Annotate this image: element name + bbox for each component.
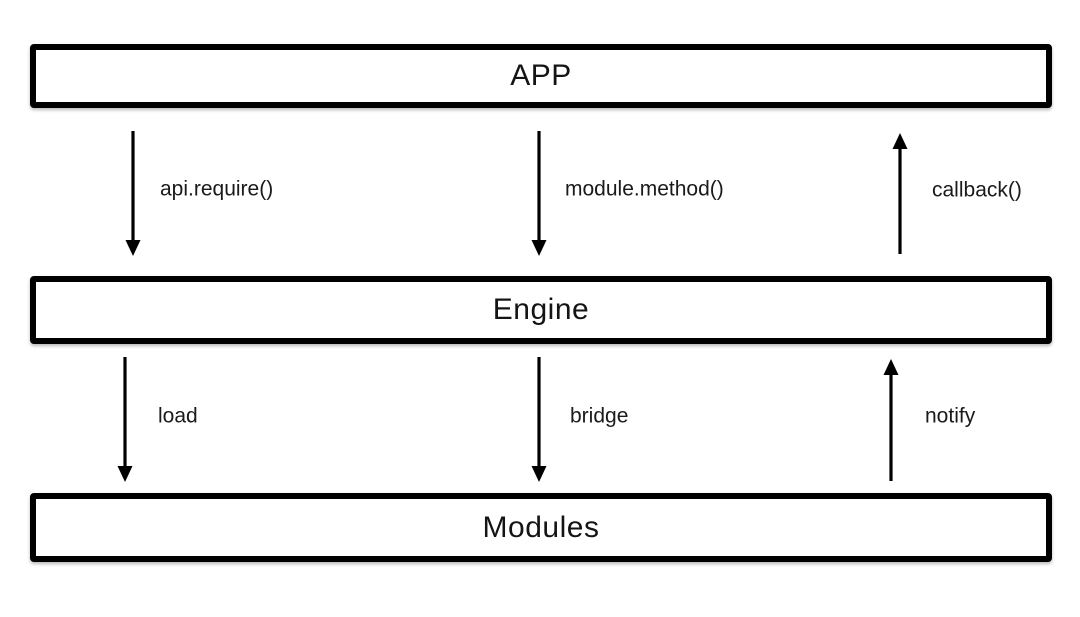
layer-box-modules: Modules — [30, 493, 1052, 562]
arrow-notify-up-icon — [883, 359, 899, 481]
layer-box-engine: Engine — [30, 276, 1052, 344]
layer-label-engine: Engine — [492, 293, 590, 326]
arrow-load-down-icon — [117, 357, 133, 482]
layer-label-modules: Modules — [482, 510, 600, 544]
edge-label-api-require: api.require() — [160, 177, 274, 201]
edge-label-callback: callback() — [932, 178, 1022, 202]
arrow-callback-up-icon — [892, 133, 908, 254]
arrow-bridge-down-icon — [531, 357, 547, 482]
layer-box-app: APP — [30, 44, 1052, 108]
arrow-api-require-down-icon — [125, 131, 141, 256]
edge-label-notify: notify — [925, 404, 976, 428]
edge-label-bridge: bridge — [570, 404, 629, 428]
edge-label-load: load — [158, 404, 198, 428]
layer-label-app: APP — [510, 59, 572, 92]
edge-label-module-method: module.method() — [565, 177, 724, 201]
arrow-module-method-down-icon — [531, 131, 547, 256]
